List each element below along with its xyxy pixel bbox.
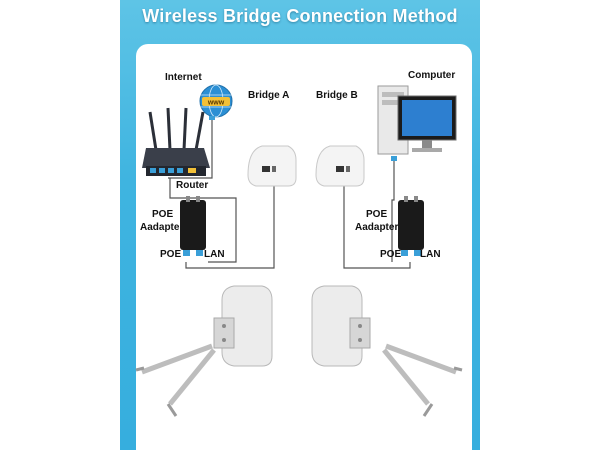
computer-port	[391, 156, 397, 161]
globe-port	[209, 116, 215, 120]
www-label: www	[207, 100, 225, 107]
lan-port-left-label: LAN	[204, 249, 225, 260]
diagram-title: Wireless Bridge Connection Method	[142, 6, 458, 26]
computer-icon	[377, 85, 457, 155]
poe-adapter-left	[180, 196, 206, 256]
internet-label: Internet	[165, 72, 202, 83]
bridge-b-label: Bridge B	[316, 90, 358, 101]
bridge-b-mounted-device	[311, 285, 463, 417]
poe-adapter-right	[398, 196, 424, 256]
cable-poe-right-to-computer	[391, 160, 395, 262]
bridge-a-label: Bridge A	[248, 90, 289, 101]
poe-port-left-label: POE	[160, 249, 181, 260]
bridge-a-device	[247, 145, 297, 187]
cables	[168, 120, 411, 269]
cable-router-to-poe-left	[169, 178, 237, 263]
cable-poe-left-to-bridge-a	[185, 185, 275, 269]
bridge-a-mounted-device	[135, 285, 273, 417]
poe-adapter-left-label-2: Aadapter	[140, 222, 183, 233]
poe-port-right-label: POE	[380, 249, 401, 260]
cable-router-to-www	[168, 120, 213, 179]
router-label: Router	[176, 180, 208, 191]
bridge-b-device	[315, 145, 365, 187]
computer-label: Computer	[408, 70, 455, 81]
poe-adapter-left-label-1: POE	[152, 209, 173, 220]
lan-port-right-label: LAN	[420, 249, 441, 260]
cable-bridge-b-to-poe-right	[343, 185, 411, 269]
router-icon	[142, 107, 210, 176]
poe-adapter-right-label-2: Aadapter	[355, 222, 398, 233]
globe-icon: www	[199, 84, 233, 118]
poe-adapter-right-label-1: POE	[366, 209, 387, 220]
